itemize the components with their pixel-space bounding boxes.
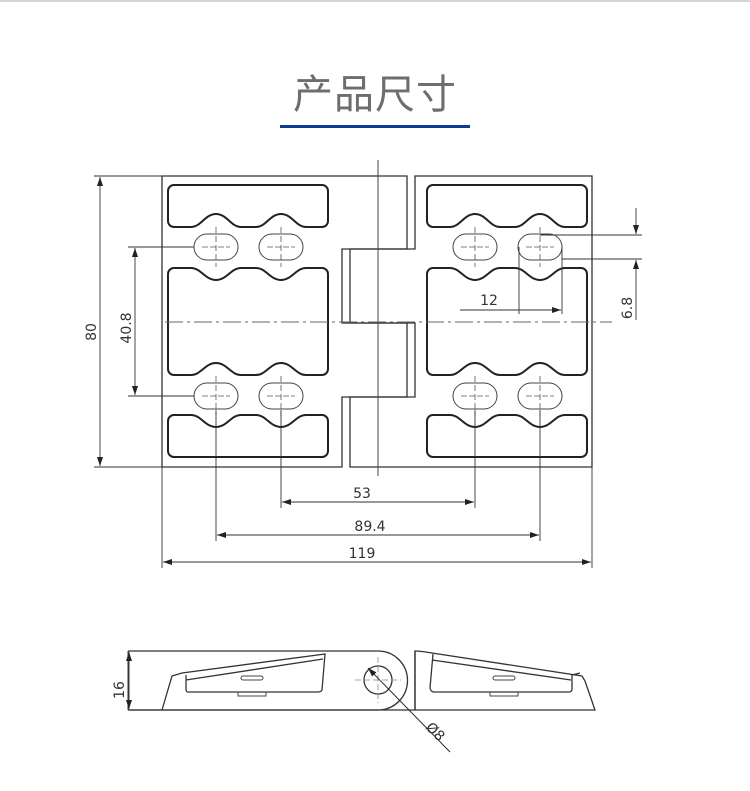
right-leaf-outline [349, 175, 593, 468]
left-pockets [167, 184, 329, 458]
top-view [161, 160, 612, 476]
dim-hole-spacing-40-8: 40.8 [119, 312, 135, 343]
side-view [126, 650, 596, 753]
dim-slot-offset-6-8: 6.8 [620, 297, 636, 319]
dim-inner-spacing-53: 53 [353, 486, 371, 502]
dim-overall-width-119: 119 [349, 546, 376, 562]
dim-height-80: 80 [84, 323, 100, 341]
dim-slot-length-12: 12 [480, 293, 498, 309]
dim-thickness-16: 16 [112, 681, 128, 699]
title-underline [280, 125, 470, 128]
dim-pin-diameter: Ø8 [422, 719, 447, 744]
page-title: 产品尺寸 [293, 72, 457, 118]
dim-outer-spacing-89-4: 89.4 [354, 519, 385, 535]
top-divider [0, 0, 750, 2]
right-pockets [426, 184, 588, 458]
dimensions [94, 175, 642, 568]
